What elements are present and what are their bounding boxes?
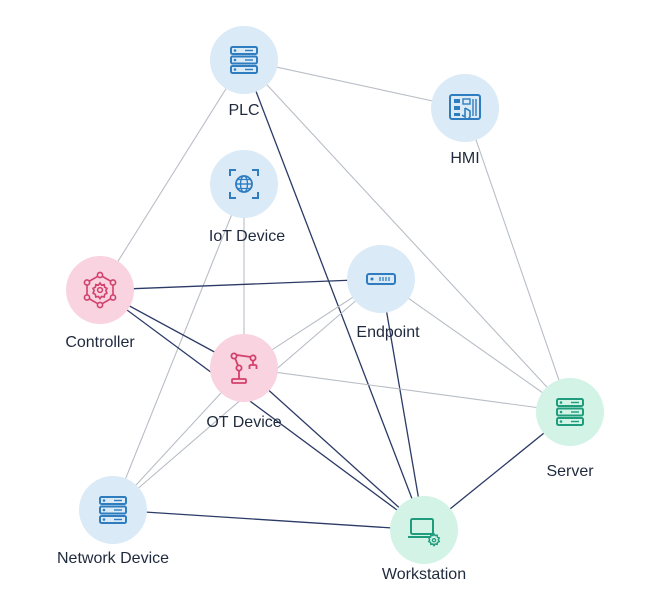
- node-hmi[interactable]: HMI: [431, 74, 499, 167]
- edge-ot-server: [243, 367, 571, 413]
- node-iot[interactable]: IoT Device: [209, 150, 285, 245]
- node-circle: [210, 334, 278, 402]
- edge-endpoint-server: [380, 278, 571, 413]
- edge-iot-network: [112, 183, 245, 511]
- edge-endpoint-workstation: [380, 278, 425, 531]
- edge-plc-server: [243, 59, 571, 413]
- edge-plc-hmi: [243, 59, 466, 109]
- edge-plc-workstation: [243, 59, 425, 531]
- node-circle: [347, 245, 415, 313]
- node-plc[interactable]: PLC: [210, 26, 278, 119]
- edges-layer: [99, 59, 571, 531]
- node-label-hmi: HMI: [450, 150, 479, 167]
- node-label-controller: Controller: [65, 334, 135, 351]
- edge-hmi-server: [464, 107, 571, 413]
- edge-controller-endpoint: [99, 278, 382, 291]
- node-circle: [79, 476, 147, 544]
- node-ot[interactable]: OT Device: [206, 334, 282, 431]
- edge-network-workstation: [112, 509, 425, 531]
- node-server[interactable]: Server: [536, 378, 604, 480]
- node-controller[interactable]: Controller: [65, 256, 135, 351]
- edge-plc-controller: [99, 59, 245, 291]
- node-label-network: Network Device: [57, 550, 169, 567]
- edge-controller-workstation: [99, 289, 425, 531]
- node-label-plc: PLC: [228, 102, 259, 119]
- node-network[interactable]: Network Device: [57, 476, 169, 567]
- node-label-server: Server: [546, 463, 594, 480]
- node-label-iot: IoT Device: [209, 228, 285, 245]
- node-label-ot: OT Device: [206, 414, 281, 431]
- node-endpoint[interactable]: Endpoint: [347, 245, 420, 341]
- node-label-endpoint: Endpoint: [356, 324, 420, 341]
- node-workstation[interactable]: Workstation: [382, 496, 466, 583]
- node-circle: [390, 496, 458, 564]
- node-circle: [536, 378, 604, 446]
- node-label-workstation: Workstation: [382, 566, 466, 583]
- node-circle: [210, 26, 278, 94]
- edge-ot-workstation: [243, 367, 425, 531]
